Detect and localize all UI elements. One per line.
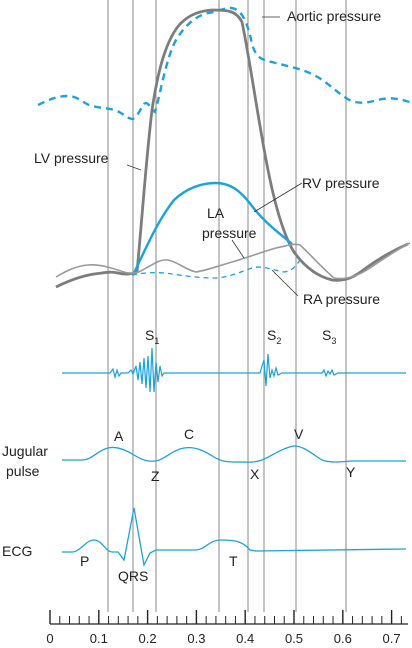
ra-pressure-curve — [131, 259, 301, 279]
heart-sounds-trace — [62, 347, 406, 393]
la-pressure-label-line2: pressure — [202, 225, 257, 241]
wave-y-label: Y — [346, 464, 356, 480]
ecg-t-label: T — [229, 553, 238, 569]
wave-c-label: C — [184, 426, 194, 442]
la-pressure-label-line1: LA — [207, 205, 225, 221]
time-tick-label: 0.1 — [90, 631, 108, 646]
la-leader — [231, 239, 245, 259]
ecg-trace — [62, 507, 407, 568]
aortic-pressure-curve — [37, 6, 411, 121]
wave-z-label: Z — [151, 468, 160, 484]
time-tick-label: 0.4 — [236, 631, 254, 646]
time-tick-label: 0.2 — [139, 631, 157, 646]
time-tick-label: 0.3 — [187, 631, 205, 646]
rv-pressure-label: RV pressure — [302, 175, 380, 191]
s2-label: S2 — [267, 327, 281, 346]
time-axis-ticks — [49, 610, 402, 624]
rv-leader — [253, 182, 303, 213]
time-tick-label: 0.5 — [285, 631, 303, 646]
aortic-pressure-label: Aortic pressure — [287, 8, 381, 24]
event-lines — [107, 0, 347, 612]
rv-pressure-curve — [132, 181, 293, 274]
ecg-qrs-label: QRS — [118, 568, 148, 584]
s1-label: S1 — [145, 327, 159, 346]
time-axis-labels: 0 0.1 0.2 0.3 0.4 0.5 0.6 0.7 — [46, 631, 400, 646]
lv-pressure-label: LV pressure — [34, 150, 109, 166]
time-axis: 0 0.1 0.2 0.3 0.4 0.5 0.6 0.7 — [46, 610, 408, 646]
time-tick-label: 0.7 — [383, 631, 401, 646]
ecg-p-label: P — [80, 553, 89, 569]
ecg-label: ECG — [2, 543, 32, 559]
lv-pressure-curve — [55, 8, 409, 289]
ra-leader — [271, 269, 299, 297]
wave-v-label: V — [294, 426, 304, 442]
wave-x-label: X — [250, 466, 260, 482]
jugular-label-line1: Jugular — [2, 443, 48, 459]
jugular-pulse-trace — [62, 445, 406, 463]
wave-a-label: A — [114, 428, 124, 444]
lv-leader — [126, 164, 142, 171]
time-tick-label: 0 — [46, 631, 53, 646]
jugular-label-line2: pulse — [6, 463, 40, 479]
ra-pressure-label: RA pressure — [303, 291, 380, 307]
la-pressure-curve — [55, 242, 411, 280]
s3-label: S3 — [322, 327, 336, 346]
time-tick-label: 0.6 — [334, 631, 352, 646]
